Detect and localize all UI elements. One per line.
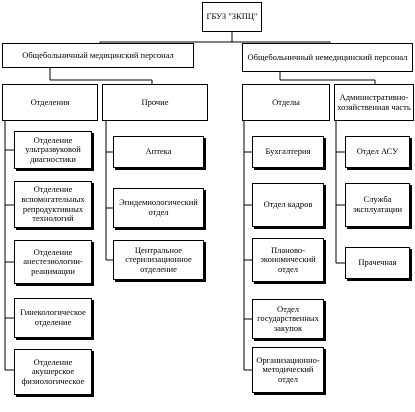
division-item-procurement: Отдел государственных закупок xyxy=(252,299,324,339)
division-item-methodology: Организационно-методический отдел xyxy=(252,347,324,393)
other-item-sterilization: Центральное стерилизационное отделение xyxy=(113,240,204,280)
dept-item-ultrasound: Отделение ультразвуковой диагностики xyxy=(14,131,92,169)
group-other: Прочие xyxy=(102,84,208,121)
group-divisions: Отделы xyxy=(242,84,330,121)
other-item-pharmacy: Аптека xyxy=(113,136,204,168)
division-item-planning: Планово-экономический отдел xyxy=(252,238,324,282)
dept-item-gynecology: Гинекологическое отделение xyxy=(14,298,92,338)
dept-item-anesthesiology: Отделение анестезиологии-реанимации xyxy=(14,240,92,284)
dept-item-obstetric: Отделение акушерское физиологическое xyxy=(14,349,92,395)
other-item-epidemiology: Эпидемиологический отдел xyxy=(113,188,204,228)
division-item-hr: Отдел кадров xyxy=(252,183,324,227)
dept-item-reproductive: Отделение вспомогательных репродуктивных… xyxy=(14,181,92,228)
division-item-accounting: Бухгалтерия xyxy=(252,136,324,168)
branch-nonmedical: Общебольничный немедицинский персонал xyxy=(242,43,413,72)
admin-item-maintenance: Служба эксплуатации xyxy=(345,183,410,227)
branch-medical: Общебольничный медицинский персонал xyxy=(2,43,194,68)
admin-item-laundry: Прачечная xyxy=(345,247,410,279)
group-departments: Отделения xyxy=(2,84,98,121)
group-admin: Административно-хозяйственная часть xyxy=(334,84,414,121)
root-node: ГБУЗ "ЗКПЦ" xyxy=(202,2,262,32)
admin-item-asu: Отдел АСУ xyxy=(345,136,410,168)
